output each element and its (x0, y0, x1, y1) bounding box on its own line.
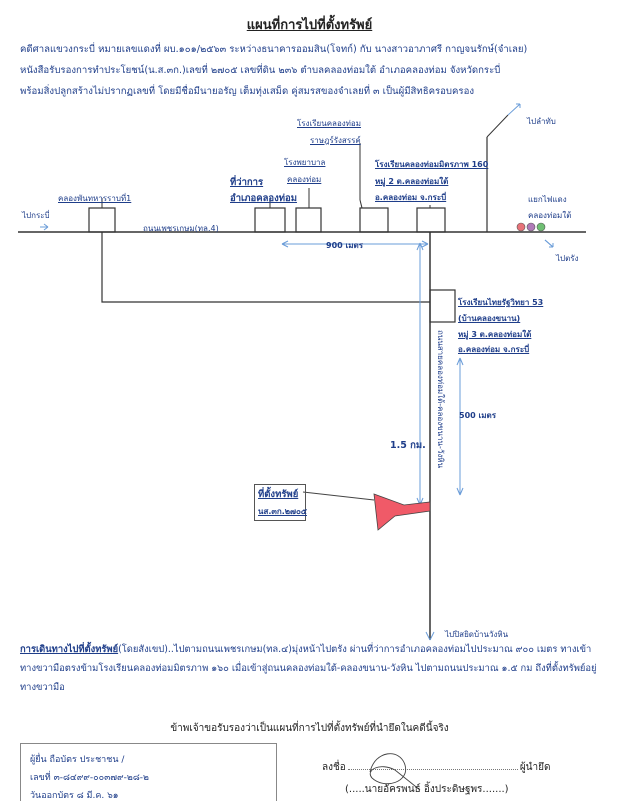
label-district-office-1: ที่ว่าการ (230, 177, 264, 188)
certification-statement: ข้าพเจ้าขอรับรองว่าเป็นแผนที่การไปที่ตั้… (170, 723, 449, 734)
label-school-top: โรงเรียนคลองท่อม (297, 119, 362, 128)
hospital-building (295, 207, 322, 233)
applicant-id-number: เลขที่ ๓-๘๔๙๙-๐๐๓๗๙-๒๘-๒ (30, 773, 149, 783)
label-property-1: ที่ตั้งทรัพย์ (258, 489, 299, 500)
label-dist-900: 900 เมตร (326, 241, 363, 250)
label-property-2: นส.๓ก.๒๗๐๕ (258, 507, 307, 516)
thairat-school-building (429, 289, 456, 323)
traffic-light-red-icon (516, 222, 526, 232)
applicant-issue-date: วันออกบัตร ๘ มี.ค. ๖๑ (30, 791, 119, 801)
property-plot (373, 493, 431, 531)
label-army-camp: คลองพันทหารราบที่1 (58, 194, 132, 203)
mittraphap-school-building (416, 207, 446, 233)
route-description: การเดินทางไปที่ตั้งทรัพย์(โดยสังเขป)..ไป… (20, 640, 605, 697)
arrow-left-icon (40, 223, 49, 231)
label-mittraphap-addr-1: หมู่ 2 ต.คลองท่อมใต้ (375, 177, 449, 186)
label-thairat-1: โรงเรียนไทยรัฐวิทยา 53 (458, 298, 544, 307)
label-thairat-3: หมู่ 3 ต.คลองท่อมใต้ (458, 330, 532, 339)
route-lead: การเดินทางไปที่ตั้งทรัพย์ (20, 644, 119, 655)
label-to-krabi: ไปกระบี่ (22, 211, 50, 220)
label-mittraphap-school: โรงเรียนคลองท่อมมิตรภาพ 160 (375, 160, 489, 169)
label-to-wanghin: ไปปิสยิดบ้านวังหิน (445, 630, 509, 639)
label-dist-1-5: 1.5 กม. (390, 440, 426, 451)
traffic-light-amber-icon (526, 222, 536, 232)
label-side-road: ถนนสายคลองท่อมใต้-คลองขนาน-วังหิน (436, 330, 445, 469)
signature-line: ลงชื่อผู้นำยึด (322, 762, 551, 773)
case-line: คดีศาลแขวงกระบี่ หมายเลขแดงที่ ผบ.๑๐๑/๒๕… (20, 44, 528, 55)
label-traffic-light-1: แยกไฟแดง (528, 195, 567, 204)
arrow-down-icon (425, 631, 435, 641)
signer-name: (.....นายอัครพนธ์ อิ้งประดิษฐพร.......) (345, 784, 509, 795)
title-deed-line: หนังสือรับรองการทำประโยชน์(น.ส.๓ก.)เลขที… (20, 65, 501, 76)
label-dist-500: 500 เมตร (459, 411, 496, 420)
label-to-lamthap: ไปลำทับ (527, 117, 556, 126)
applicant-box: ผู้ยื่น ถือบัตร ประชาชน / เลขที่ ๓-๘๔๙๙-… (20, 743, 277, 801)
traffic-light-green-icon (536, 222, 546, 232)
route-text: (โดยสังเขป)..ไปตามถนนเพชรเกษม(ทล.๔)มุ่งห… (20, 644, 597, 693)
label-to-trang: ไปตรัง (556, 254, 579, 263)
label-thairat-4: อ.คลองท่อม จ.กระบี่ (458, 345, 530, 354)
applicant-id-type: ผู้ยื่น ถือบัตร ประชาชน / (30, 755, 125, 765)
label-hospital-1: โรงพยาบาล (284, 158, 326, 167)
occupant-line: พร้อมสิ่งปลูกสร้างไม่ปรากฏเลขที่ โดยมีชื… (20, 86, 475, 97)
page-title: แผนที่การไปที่ตั้งทรัพย์ (246, 18, 373, 33)
label-hospital-2: คลองท่อม (287, 175, 322, 184)
label-school-top-2: ราษฎร์รังสรรค์ (310, 136, 361, 145)
label-mittraphap-addr-2: อ.คลองท่อม จ.กระบี่ (375, 193, 447, 202)
army-camp-building (88, 207, 116, 233)
school-top-building (359, 207, 389, 233)
district-office-building (254, 207, 286, 233)
label-highway: ถนนเพชรเกษม(ทล.4) (143, 224, 219, 233)
property-label-box (254, 484, 306, 521)
label-district-office-2: อำเภอคลองท่อม (230, 193, 298, 204)
arrow-up-right-icon (507, 103, 521, 116)
label-traffic-light-2: คลองท่อมใต้ (528, 211, 572, 220)
label-thairat-2: (บ้านคลองขนาน) (458, 314, 521, 323)
